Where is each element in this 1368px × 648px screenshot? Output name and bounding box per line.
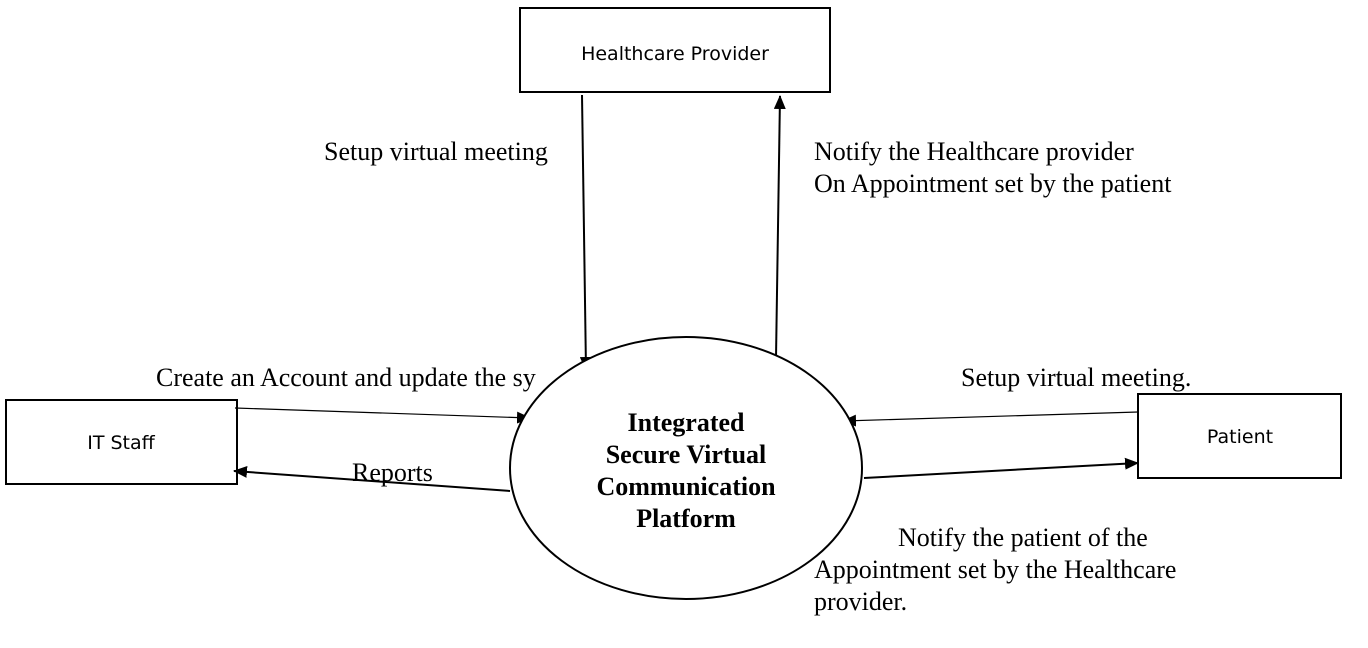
arrow-provider-to-platform bbox=[579, 94, 592, 371]
arrow-platform-to-patient bbox=[863, 457, 1139, 479]
flow-label-notify-patient-line1: Notify the patient of the bbox=[898, 523, 1148, 552]
platform-label-line4: Platform bbox=[636, 504, 736, 533]
patient-entity: Patient bbox=[1137, 393, 1342, 479]
patient-box bbox=[1137, 393, 1342, 479]
patient-label: Patient bbox=[1207, 426, 1273, 448]
flow-label-notify-provider-line1: Notify the Healthcare provider bbox=[814, 137, 1134, 166]
flow-label-itstaff-to-platform: Create an Account and update the sy bbox=[156, 363, 536, 392]
platform-label-line2: Secure Virtual bbox=[606, 440, 767, 469]
it-staff-box bbox=[5, 399, 238, 485]
flow-label-notify-patient-line2: Appointment set by the Healthcare bbox=[814, 555, 1176, 584]
arrow-platform-to-provider bbox=[773, 95, 786, 359]
flow-label-patient-to-platform: Setup virtual meeting. bbox=[961, 363, 1191, 392]
arrow-platform-to-itstaff bbox=[233, 465, 511, 492]
platform-label-line3: Communication bbox=[596, 472, 776, 501]
platform-label-line1: Integrated bbox=[628, 408, 746, 437]
flow-label-provider-to-platform: Setup virtual meeting bbox=[324, 137, 548, 166]
arrow-patient-to-platform bbox=[842, 411, 1139, 427]
flow-label-notify-provider-line2: On Appointment set by the patient bbox=[814, 169, 1172, 198]
platform-process: Integrated Secure Virtual Communication … bbox=[509, 336, 863, 600]
it-staff-label: IT Staff bbox=[87, 432, 155, 454]
platform-ellipse bbox=[509, 336, 863, 600]
flow-label-notify-patient-line3: provider. bbox=[814, 587, 907, 616]
healthcare-provider-label: Healthcare Provider bbox=[581, 43, 769, 65]
arrow-itstaff-to-platform bbox=[234, 407, 531, 424]
it-staff-entity: IT Staff bbox=[5, 399, 238, 485]
healthcare-provider-entity: Healthcare Provider bbox=[519, 7, 831, 93]
healthcare-provider-box bbox=[519, 7, 831, 93]
flow-label-reports: Reports bbox=[352, 458, 433, 487]
